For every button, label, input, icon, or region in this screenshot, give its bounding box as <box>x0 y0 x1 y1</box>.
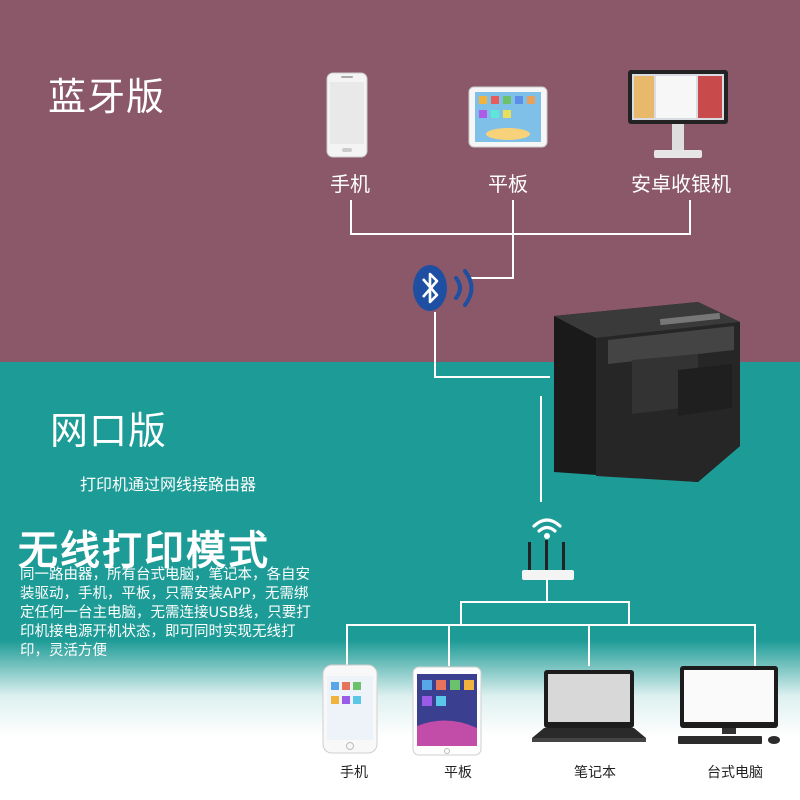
connector-line <box>546 578 548 602</box>
router-connection-note: 打印机通过网线接路由器 <box>80 475 257 494</box>
connector-line <box>346 624 756 626</box>
smartphone-icon <box>326 72 368 158</box>
connector-line <box>434 376 550 378</box>
wireless-printing-headline: 无线打印模式 <box>18 528 270 574</box>
device-label-phone: 手机 <box>340 765 368 781</box>
receipt-printer-image <box>548 296 744 486</box>
smartphone-icon <box>322 664 378 754</box>
desktop-computer-icon <box>674 664 786 748</box>
device-label-pos: 安卓收银机 <box>631 172 731 196</box>
connector-line <box>628 601 630 625</box>
wifi-router-icon <box>516 508 578 584</box>
tablet-icon <box>412 666 482 756</box>
connector-line <box>434 312 436 378</box>
connector-line <box>470 277 514 279</box>
connector-line <box>754 624 756 666</box>
connector-line <box>350 200 352 234</box>
bluetooth-icon <box>412 264 452 312</box>
signal-waves-icon <box>452 266 482 310</box>
bottom-white-fade <box>0 640 800 800</box>
connector-line <box>460 601 462 625</box>
wireless-printing-description: 同一路由器，所有台式电脑，笔记本，各自安装驱动，手机，平板，只需安装APP，无需… <box>20 567 311 659</box>
connector-line <box>448 624 450 666</box>
bluetooth-section-background <box>0 0 800 362</box>
connector-line <box>512 233 514 278</box>
pos-terminal-icon <box>626 66 730 160</box>
tablet-icon <box>468 86 548 148</box>
laptop-icon <box>530 668 648 744</box>
device-label-laptop: 笔记本 <box>574 765 616 781</box>
network-version-title: 网口版 <box>50 409 168 453</box>
connector-line <box>460 601 630 603</box>
device-label-tablet: 平板 <box>488 172 528 196</box>
device-label-tablet: 平板 <box>444 765 472 781</box>
connector-line <box>689 200 691 234</box>
connector-line <box>350 233 691 235</box>
device-label-phone: 手机 <box>330 172 370 196</box>
bluetooth-version-title: 蓝牙版 <box>48 75 166 119</box>
device-label-desktop: 台式电脑 <box>707 765 763 781</box>
connector-line <box>540 396 542 502</box>
connector-line <box>588 624 590 666</box>
connector-line <box>346 624 348 666</box>
connector-line <box>512 200 514 234</box>
